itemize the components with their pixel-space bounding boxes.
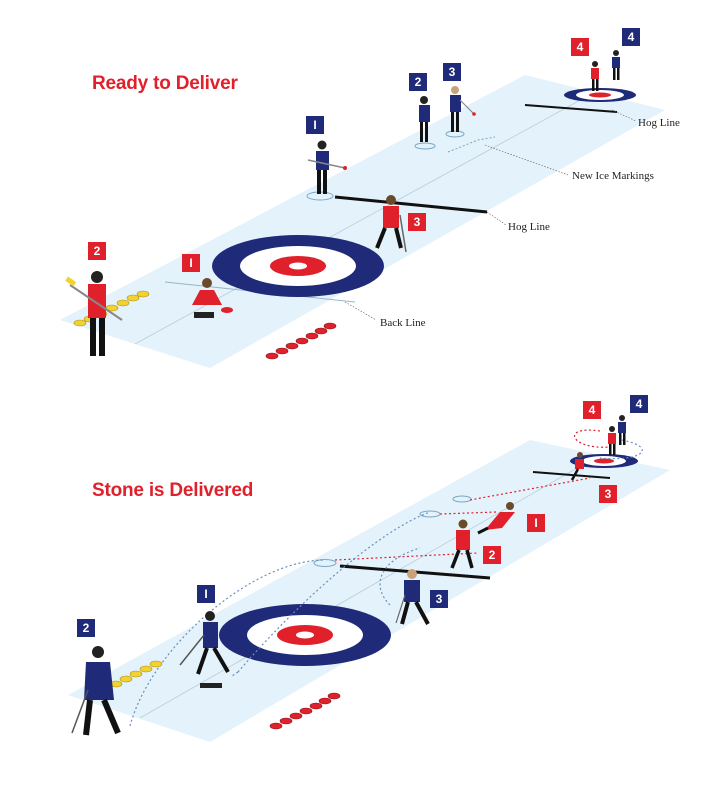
badge2-red-1: I: [527, 514, 545, 532]
hog-line-far: [524, 104, 618, 113]
player-blue-3: [450, 86, 476, 132]
badge-red-3: 3: [408, 213, 426, 231]
panel2-title: Stone is Delivered: [92, 480, 254, 501]
label-new-ice-markings: New Ice Markings: [572, 170, 654, 182]
badge-red-4: 4: [571, 38, 589, 56]
movement-paths: [129, 429, 643, 727]
house-near: [212, 235, 384, 297]
player-red-4: [591, 61, 599, 91]
house-far-2: [570, 454, 638, 468]
label-back-line: Back Line: [380, 317, 426, 329]
player-blue-2-p2: [71, 646, 121, 736]
badge-blue-2: 2: [409, 73, 427, 91]
house-near-2: [219, 604, 391, 666]
badge2-blue-1: I: [197, 585, 215, 603]
badge2-red-4: 4: [583, 401, 601, 419]
stones-red: [265, 322, 337, 360]
label-hog-line-near: Hog Line: [508, 221, 550, 233]
badge2-red-2: 2: [483, 546, 501, 564]
hog-line-far-2: [532, 471, 611, 479]
center-line: [134, 91, 596, 345]
player-red-4-p2: [608, 426, 616, 455]
panel1-title: Ready to Deliver: [92, 73, 238, 94]
badge-red-2: 2: [88, 242, 106, 260]
panel-stone-delivered: [68, 415, 670, 742]
label-hog-line-far: Hog Line: [638, 117, 680, 129]
house-far: [564, 88, 636, 102]
player-blue-4-p2: [618, 415, 626, 445]
center-line-2: [139, 454, 601, 719]
player-blue-2: [419, 96, 430, 142]
badge-blue-1: I: [306, 116, 324, 134]
player-red-1: [192, 278, 233, 318]
player-blue-3-p2: [395, 569, 430, 625]
player-red-2-p2: [450, 519, 474, 569]
player-red-3: [375, 195, 407, 253]
player-blue-4: [612, 50, 620, 80]
stones-red-2: [269, 692, 341, 730]
player-blue-1: [307, 140, 347, 194]
player-red-3-p2: [570, 452, 584, 481]
player-red-1-p2: [477, 502, 515, 535]
ice-sheet-2: [68, 440, 670, 742]
hog-line-near: [334, 195, 488, 214]
badge2-blue-4: 4: [630, 395, 648, 413]
badge2-blue-2: 2: [77, 619, 95, 637]
badge-blue-4: 4: [622, 28, 640, 46]
badge2-red-3: 3: [599, 485, 617, 503]
badge2-blue-3: 3: [430, 590, 448, 608]
leader-lines: [344, 109, 637, 321]
panel-ready-to-deliver: [60, 50, 665, 368]
badge-red-1: I: [182, 254, 200, 272]
player-blue-1-p2: [179, 611, 230, 688]
player-red-2: [65, 271, 123, 356]
ice-sheet: [60, 75, 665, 368]
badge-blue-3: 3: [443, 63, 461, 81]
